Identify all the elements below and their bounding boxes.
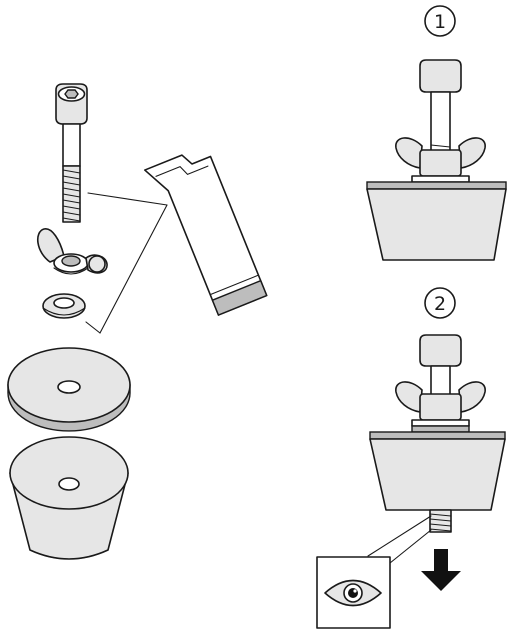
step-1-badge: 1 [425,6,455,36]
step-2-number: 2 [434,293,446,315]
step-2: 2 [317,288,505,628]
assembled-plug-2 [370,335,505,532]
step-2-badge: 2 [425,288,455,318]
wing-nut [38,229,107,274]
inspect-callout-lines [368,516,431,563]
step-1: 1 [367,6,506,260]
exploded-parts [8,84,267,559]
bolt [56,84,87,222]
grease-sachet [145,145,267,320]
rubber-stopper [10,437,128,559]
arrow-down-icon [421,549,461,591]
washer [43,294,85,318]
step-1-number: 1 [434,11,446,33]
assembled-plug-1 [367,60,506,260]
gasket-disc [8,348,130,431]
inspect-box [317,557,390,628]
